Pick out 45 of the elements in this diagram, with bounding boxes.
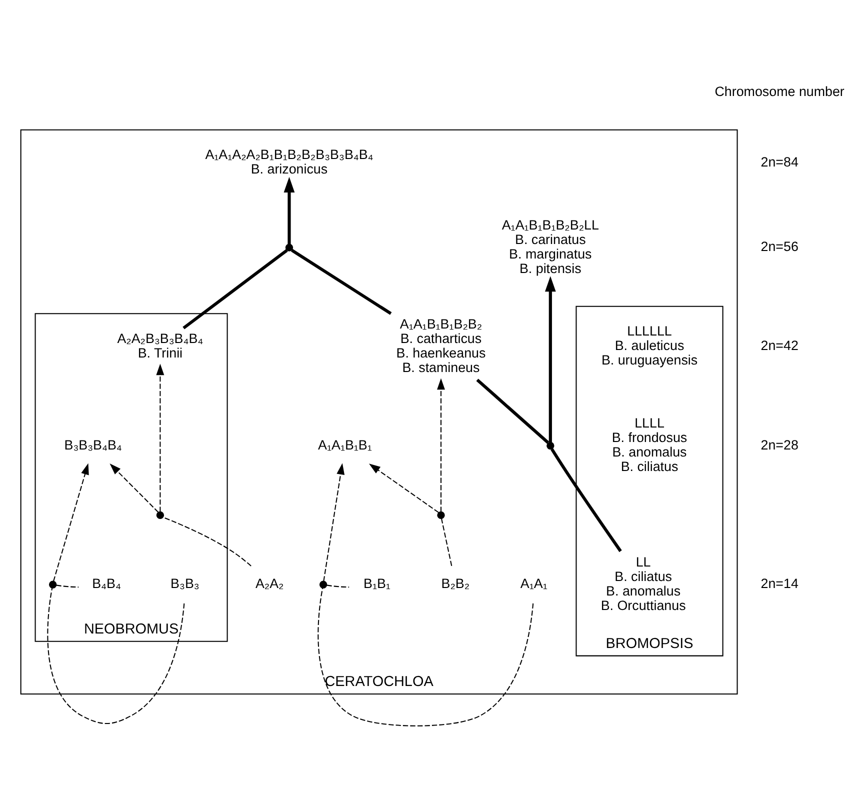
arrow	[53, 463, 89, 582]
arrow	[323, 463, 345, 582]
arrow	[284, 176, 295, 244]
node-cross	[546, 442, 554, 450]
label: 2n=42	[760, 338, 798, 354]
node-cross	[285, 244, 294, 252]
node-text: B₁B₁	[364, 576, 390, 592]
node-text: B₄B₄	[92, 576, 121, 592]
label: 2n=14	[760, 576, 798, 592]
label: 2n=56	[760, 239, 798, 254]
connector	[56, 584, 79, 588]
node-text: A₁A₁A₂A₂B₁B₁B₂B₂B₃B₃B₄B₄ B. arizonicus	[205, 147, 374, 177]
node-text: A₁A₁	[520, 576, 548, 592]
node-cross	[156, 511, 164, 520]
arrow	[368, 464, 439, 513]
node-text: B₃B₃B₄B₄	[64, 437, 122, 452]
node-cross	[48, 580, 57, 588]
node-text: A₁A₁B₁B₁B₂B₂LL B. carinatus B. marginatus B. pitensis	[502, 217, 599, 276]
node-text: B₃B₃	[170, 576, 200, 592]
connector	[476, 378, 550, 444]
node-text: A₁A₁B₁B₁	[318, 437, 372, 452]
label: 2n=84	[760, 154, 798, 170]
connector	[326, 584, 350, 588]
node-text: LLLLLL B. auleticus B. uruguayensis	[601, 324, 698, 368]
connector	[162, 516, 252, 566]
node-text: A₁A₁B₁B₁B₂B₂ B. catharticus B. haenkeanus B. stamineus	[396, 316, 486, 375]
node-text: A₂A₂	[255, 576, 284, 592]
connector	[441, 518, 452, 566]
connector	[550, 448, 622, 552]
node-cross	[437, 511, 445, 520]
connector	[47, 588, 185, 724]
label: 2n=28	[760, 437, 798, 452]
node-cross	[319, 580, 328, 588]
connector	[318, 588, 534, 726]
connector	[182, 249, 288, 330]
node-text: A₂A₂B₃B₃B₄B₄ B. Trinii	[117, 330, 204, 360]
arrow	[156, 364, 164, 512]
node-text: B₂B₂	[441, 576, 470, 592]
node-text: LL B. ciliatus B. anomalus B. Orcuttianus	[600, 554, 686, 613]
arrow	[110, 463, 159, 513]
node-text: LLLL B. frondosus B. anomalus B. ciliatus	[612, 416, 688, 474]
label: Chromosome number	[714, 84, 844, 100]
arrow	[544, 276, 556, 442]
arrow	[437, 378, 445, 512]
connector	[290, 248, 392, 315]
